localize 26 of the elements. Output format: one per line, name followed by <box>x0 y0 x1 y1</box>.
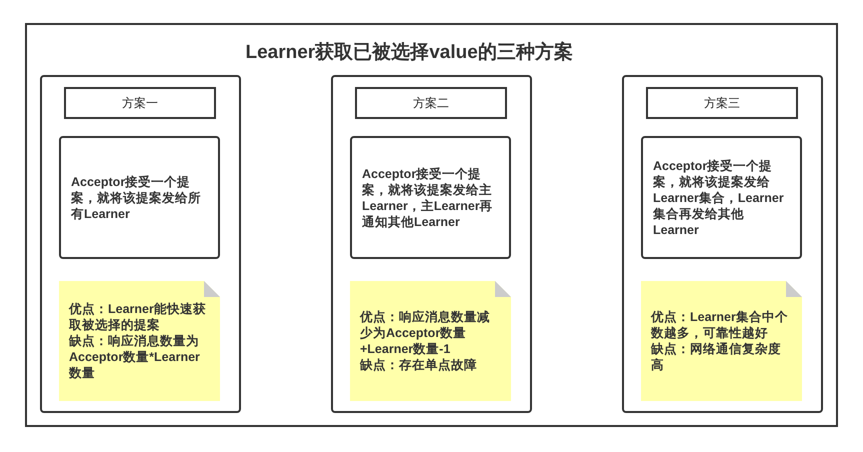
note-box <box>641 281 802 401</box>
description-box <box>350 136 511 259</box>
note-text: 缺点：存在单点故障 <box>360 357 478 373</box>
scheme-panel <box>331 75 532 413</box>
description-text: Acceptor接受一个提案，就将该提案发给Learner集合，Learner集合再发给其他Learner <box>653 158 785 238</box>
note-text: 优点：响应消息数量减少为Acceptor数量+Learner数量-1 <box>360 309 491 357</box>
note-box <box>350 281 511 401</box>
description-box <box>59 136 220 259</box>
header-box <box>64 87 216 119</box>
note-box <box>59 281 220 401</box>
header-text: 方案二 <box>413 94 449 112</box>
header-text: 方案一 <box>122 94 158 112</box>
description-text: Acceptor接受一个提案，就将该提案发给所有Learner <box>71 174 202 222</box>
note-text: 优点：Learner能快速获取被选择的提案 <box>69 301 206 333</box>
header-box <box>355 87 507 119</box>
note-text: 优点：Learner集合中个数越多，可靠性越好 <box>651 309 788 341</box>
description-text: Acceptor接受一个提案，就将该提案发给主Learner，主Learner再通知其他Learner <box>362 166 494 230</box>
note-text: 缺点：网络通信复杂度高 <box>651 341 782 373</box>
header-box <box>646 87 798 119</box>
header-text: 方案三 <box>704 94 740 112</box>
diagram-title: Learner获取已被选择value的三种方案 <box>246 40 573 65</box>
scheme-panel <box>622 75 823 413</box>
scheme-panel <box>40 75 241 413</box>
description-box <box>641 136 802 259</box>
diagram-frame <box>25 23 838 427</box>
note-text: 缺点：响应消息数量为Acceptor数量*Learner数量 <box>69 333 201 381</box>
